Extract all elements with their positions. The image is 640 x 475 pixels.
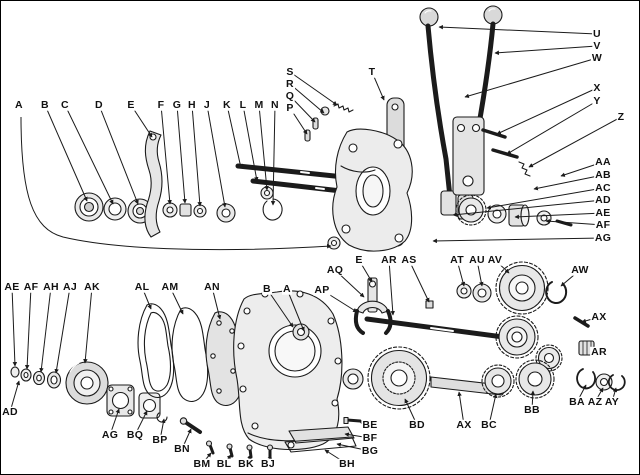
part-washers-mid: [456, 283, 492, 303]
leader-line-bl-58: [223, 454, 232, 465]
part-small-fasteners-left: [156, 412, 202, 434]
leader-line-af-29: [545, 219, 604, 226]
leader-line-ah-33: [39, 286, 52, 373]
leader-line-p-13: [289, 107, 308, 135]
part-side-cover: [205, 311, 244, 407]
leader-line-ad-52: [9, 380, 21, 413]
leader-line-ae-28: [514, 212, 604, 220]
leader-line-g-6: [176, 104, 187, 204]
leader-line-u-18: [438, 24, 598, 35]
leader-line-a-40: [286, 288, 305, 332]
leader-line-f-5: [160, 104, 172, 205]
part-output-parts-row: [455, 194, 573, 227]
leader-line-ac-26: [486, 187, 604, 210]
leader-line-aa-24: [560, 161, 604, 177]
leader-line-t-17: [371, 71, 385, 101]
part-shift-fork-upper: [144, 130, 163, 238]
part-bearing-retainers: [106, 384, 161, 419]
illustration-parts: [10, 5, 626, 459]
leader-line-ad-27: [452, 199, 604, 217]
leader-line-y-22: [506, 100, 598, 155]
leader-line-be-64: [358, 420, 371, 426]
leader-line-af-32: [24, 286, 32, 370]
leader-line-d-3: [98, 104, 139, 205]
leader-line-n-12: [270, 104, 276, 206]
leader-line-ax-50: [581, 316, 600, 324]
part-case-bolts: [205, 440, 274, 459]
leader-line-m-11: [258, 104, 269, 191]
leader-line-at-46: [456, 259, 466, 287]
leader-line-aq-41: [334, 269, 365, 298]
leader-line-q-14: [289, 95, 316, 123]
leader-line-v-19: [494, 45, 598, 55]
leader-line-bh-61: [324, 449, 348, 465]
part-case-bearing: [327, 236, 341, 250]
leader-line-s-16: [289, 71, 338, 106]
part-detent-pins: [481, 128, 531, 177]
part-main-drive-gear: [367, 346, 431, 410]
part-shift-rails: [235, 163, 353, 195]
leader-line-a-0: [20, 116, 332, 251]
leader-line-am-37: [169, 286, 184, 315]
leader-line-bm-57: [201, 452, 212, 465]
leader-line-h-7: [191, 104, 202, 207]
part-washer-row-top: [103, 186, 283, 224]
part-mainshaft-bearing: [342, 368, 364, 390]
part-shift-fork-lower: [353, 277, 393, 335]
leader-line-z-23: [528, 116, 622, 168]
leader-line-ae-31: [11, 286, 18, 367]
part-brake-drum: [65, 361, 109, 405]
leader-line-az-70: [594, 387, 604, 403]
leader-line-an-38: [211, 286, 222, 320]
leader-lines-layer: [9, 24, 622, 465]
leader-line-aw-49: [560, 269, 581, 287]
leader-line-ag-30: [432, 237, 604, 244]
leader-line-j-8: [206, 104, 227, 208]
part-thrust-washers: [10, 366, 62, 389]
leader-line-w-20: [464, 57, 598, 99]
leader-line-au-47: [476, 259, 484, 287]
part-lower-rail: [364, 300, 514, 341]
leader-line-e-43: [358, 259, 373, 283]
leader-line-ak-35: [83, 286, 93, 364]
part-bottom-cover: [284, 416, 362, 453]
part-cluster-gears: [481, 359, 555, 399]
leader-line-k-9: [226, 104, 243, 169]
leader-line-e-4: [130, 104, 153, 138]
leader-line-ax-66: [457, 391, 465, 426]
part-shift-tower-housing: [332, 128, 413, 252]
leader-line-c-2: [64, 104, 114, 205]
part-lever-bracket: [452, 116, 485, 196]
part-main-case: [233, 290, 343, 451]
part-gaskets: [137, 303, 209, 403]
leader-line-r-15: [289, 83, 325, 114]
leader-line-bc-67: [488, 393, 498, 426]
part-front-bearing: [74, 192, 104, 222]
leader-line-b-1: [44, 104, 88, 202]
part-snap-ring: [545, 281, 568, 304]
part-right-small-parts: [573, 316, 626, 391]
leader-line-aj-34: [54, 286, 71, 374]
leader-line-x-21: [496, 87, 598, 135]
part-gear-second: [495, 315, 539, 359]
leader-line-b-39: [266, 288, 294, 328]
leader-line-bk-59: [245, 454, 252, 465]
leader-line-l-10: [242, 104, 259, 182]
leader-line-ab-25: [533, 174, 604, 191]
part-gear-low-speed: [495, 261, 549, 315]
leader-line-bn-56: [181, 428, 192, 450]
leader-line-ar-44: [388, 259, 395, 316]
leader-line-as-45: [408, 259, 430, 303]
